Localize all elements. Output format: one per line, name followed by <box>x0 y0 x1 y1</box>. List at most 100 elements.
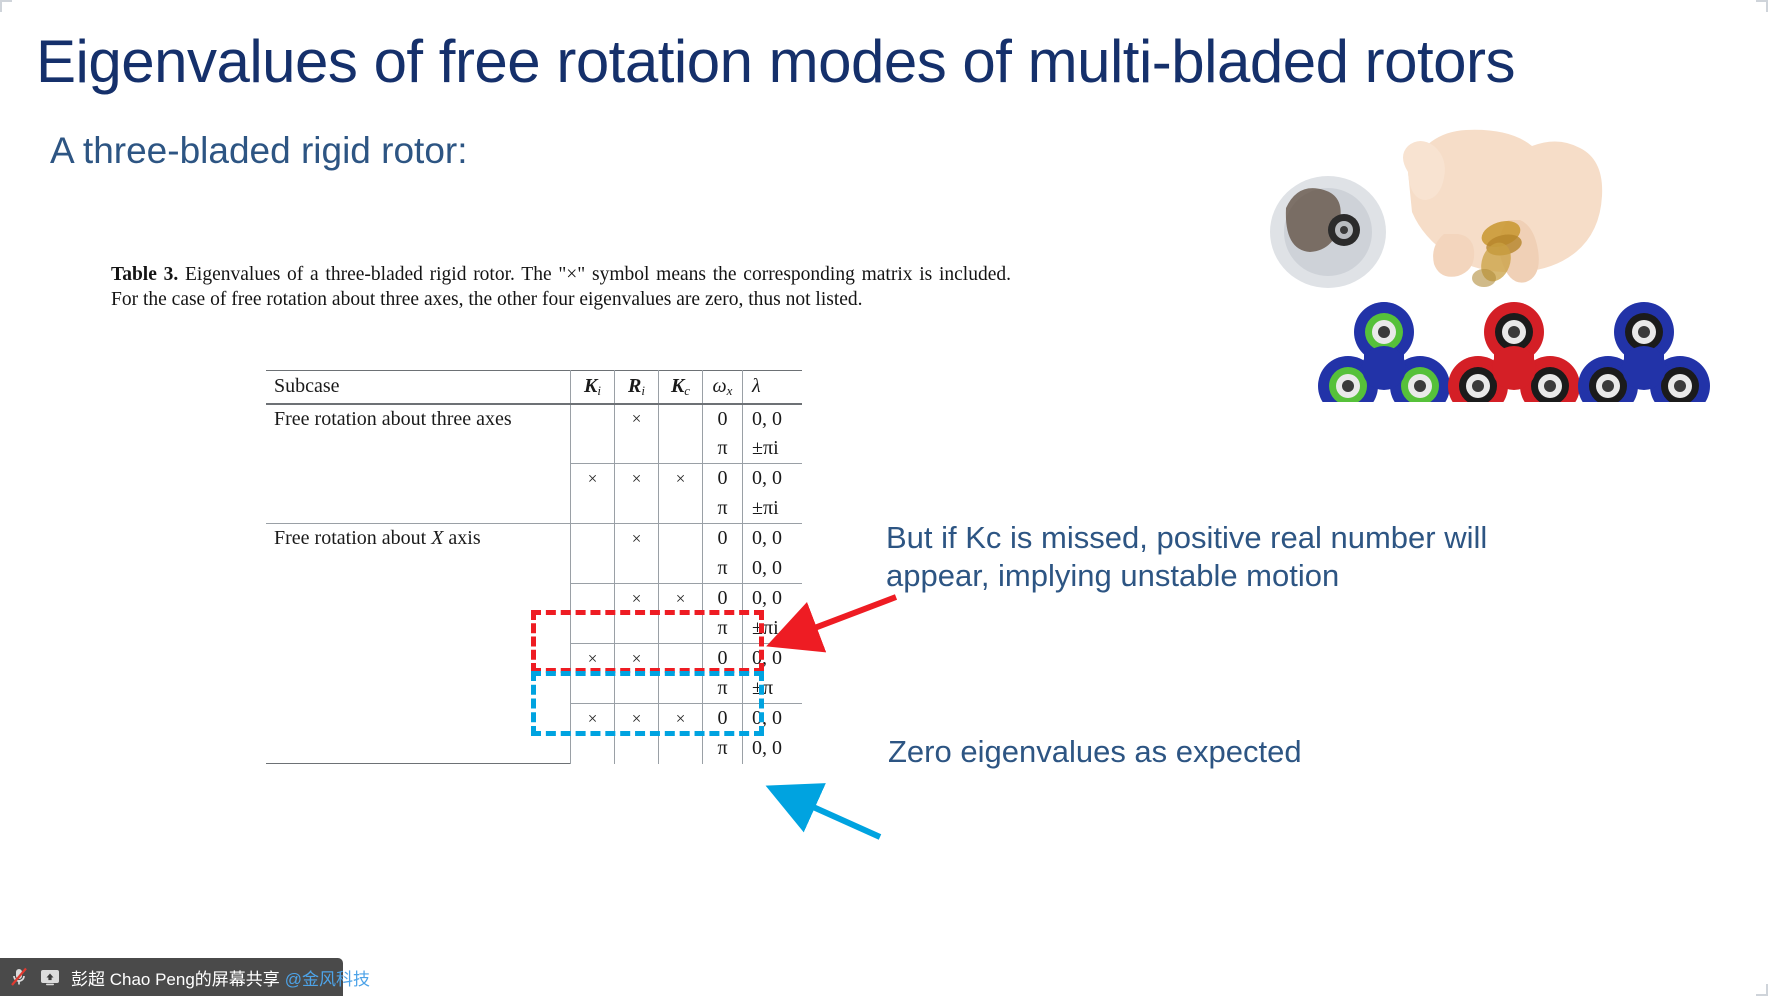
table-row-highlight-blue: × × × 0 0, 0 <box>266 703 802 734</box>
cell-ki <box>570 583 615 614</box>
cell-omega: 0 <box>702 403 743 434</box>
table-header-row: Subcase Ki Ri Kc ωx λ <box>266 370 802 404</box>
cell-lambda: 0, 0 <box>752 407 782 430</box>
bottom-rule-cell <box>743 764 803 772</box>
cell-ki-blank <box>570 493 615 524</box>
cell-omega: π <box>702 673 743 704</box>
cell-ki: × <box>570 703 615 734</box>
cell-kc-blank <box>658 553 703 584</box>
header-lambda: λ <box>752 375 761 398</box>
cell-kc <box>658 523 703 554</box>
cell-kc: × <box>658 583 703 614</box>
header-omega: ωx <box>702 370 743 404</box>
cell-kc <box>658 403 703 434</box>
eigenvalue-table: Subcase Ki Ri Kc ωx λ Free rotation abou… <box>266 370 802 772</box>
header-ki: Ki <box>570 370 615 404</box>
cell-ki <box>570 403 615 434</box>
cell-lambda: 0, 0 <box>742 463 802 494</box>
cell-omega: 0 <box>702 583 743 614</box>
cell-ki-blank <box>570 673 615 704</box>
spinner-blue-black <box>1578 302 1710 416</box>
highlight-box-blue <box>531 671 764 736</box>
cell-lambda: ±πi <box>752 496 779 519</box>
bottom-rule-cell <box>266 763 571 772</box>
table-row: π ±πi <box>266 613 802 644</box>
share-border-bottom-right <box>1756 984 1768 996</box>
cell-kc-blank <box>658 613 703 644</box>
cell-ri-blank <box>614 493 659 524</box>
hand-with-spinner-photo <box>1270 129 1603 288</box>
cell-ri-blank <box>614 613 659 644</box>
cell-ri-blank <box>614 433 659 464</box>
bottom-rule-cell <box>615 764 659 772</box>
cell-ri-blank <box>614 553 659 584</box>
table-row-highlight-blue: π 0, 0 <box>266 733 802 764</box>
table-row: π ±πi <box>266 493 802 524</box>
arrow-blue <box>765 783 882 840</box>
cell-lambda: 0, 0 <box>752 556 782 579</box>
cell-lambda: 0, 0 <box>752 737 782 759</box>
spinner-blue-green <box>1318 302 1450 416</box>
table-caption-text: Eigenvalues of a three-bladed rigid roto… <box>111 264 1012 311</box>
share-org-tag: @金风科技 <box>284 969 371 989</box>
annotation-blue-text: Zero eigenvalues as expected <box>888 734 1302 769</box>
cell-omega: π <box>702 493 743 524</box>
cell-ki-blank <box>570 613 615 644</box>
cell-ri-blank <box>614 673 659 704</box>
cell-subcase: Free rotation about three axes <box>266 403 571 524</box>
cell-ri-blank <box>614 733 659 764</box>
table-row: Free rotation about three axes × 0 0, 0 <box>266 403 802 524</box>
screen-share-taskbar[interactable]: 彭超 Chao Peng的屏幕共享 @金风科技 <box>0 958 370 996</box>
cell-lambda: ±πi <box>752 436 779 459</box>
cell-kc-blank <box>658 433 703 464</box>
mic-muted-icon[interactable] <box>8 966 30 988</box>
cell-kc-blank <box>658 493 703 524</box>
screen-share-icon[interactable] <box>39 966 61 988</box>
bottom-rule-cell <box>659 764 703 772</box>
cell-ri: × <box>614 463 659 494</box>
cell-omega: π <box>702 733 743 764</box>
cell-omega: 0 <box>702 463 743 494</box>
cell-kc-blank <box>658 733 703 764</box>
bottom-rule-cell <box>571 764 615 772</box>
cell-kc-blank <box>658 673 703 704</box>
cell-omega: π <box>702 553 743 584</box>
cell-ri: × <box>614 403 659 434</box>
cell-ri: × <box>614 583 659 614</box>
page-title: Eigenvalues of free rotation modes of mu… <box>36 28 1515 95</box>
cell-ki <box>570 523 615 554</box>
cell-ri: × <box>614 703 659 734</box>
table-row-highlight-red: π ±π <box>266 673 802 704</box>
table-row: × × × 0 0, 0 <box>266 463 802 494</box>
cell-ki-blank <box>570 553 615 584</box>
cell-lambda: 0, 0 <box>742 523 802 554</box>
fidget-spinner-artwork <box>1258 112 1758 416</box>
header-subcase: Subcase <box>266 370 571 404</box>
header-ri: Ri <box>614 370 659 404</box>
table-row: Free rotation about X axis × 0 0, 0 <box>266 523 802 764</box>
table-row: π 0, 0 <box>266 553 802 584</box>
slide-subtitle: A three-bladed rigid rotor: <box>50 130 468 171</box>
highlight-box-red <box>531 610 764 673</box>
cell-omega: π <box>702 433 743 464</box>
cell-ki: × <box>570 463 615 494</box>
table-bottom-rule <box>266 763 803 772</box>
cell-omega: π <box>702 613 743 644</box>
eigenvalue-table-wrapper: Subcase Ki Ri Kc ωx λ Free rotation abou… <box>266 370 802 772</box>
cell-ki-blank <box>570 433 615 464</box>
spinner-illustration <box>1270 129 1710 416</box>
annotation-red-text: But if Kc is missed, positive real numbe… <box>886 520 1488 593</box>
table-caption-label: Table 3. <box>111 264 179 285</box>
cell-ri: × <box>614 523 659 554</box>
cell-subcase: Free rotation about X axis <box>266 523 571 764</box>
cell-subcase-text: Free rotation about X axis <box>274 527 481 549</box>
table-row: π ±πi <box>266 433 802 464</box>
share-owner-label: 彭超 Chao Peng的屏幕共享 <box>71 969 280 989</box>
header-kc: Kc <box>658 370 703 404</box>
bottom-rule-cell <box>703 764 743 772</box>
cell-kc: × <box>658 703 703 734</box>
cell-omega: 0 <box>702 703 743 734</box>
share-border-top-right <box>1756 0 1768 12</box>
table-caption: Table 3. Eigenvalues of a three-bladed r… <box>111 262 1011 313</box>
